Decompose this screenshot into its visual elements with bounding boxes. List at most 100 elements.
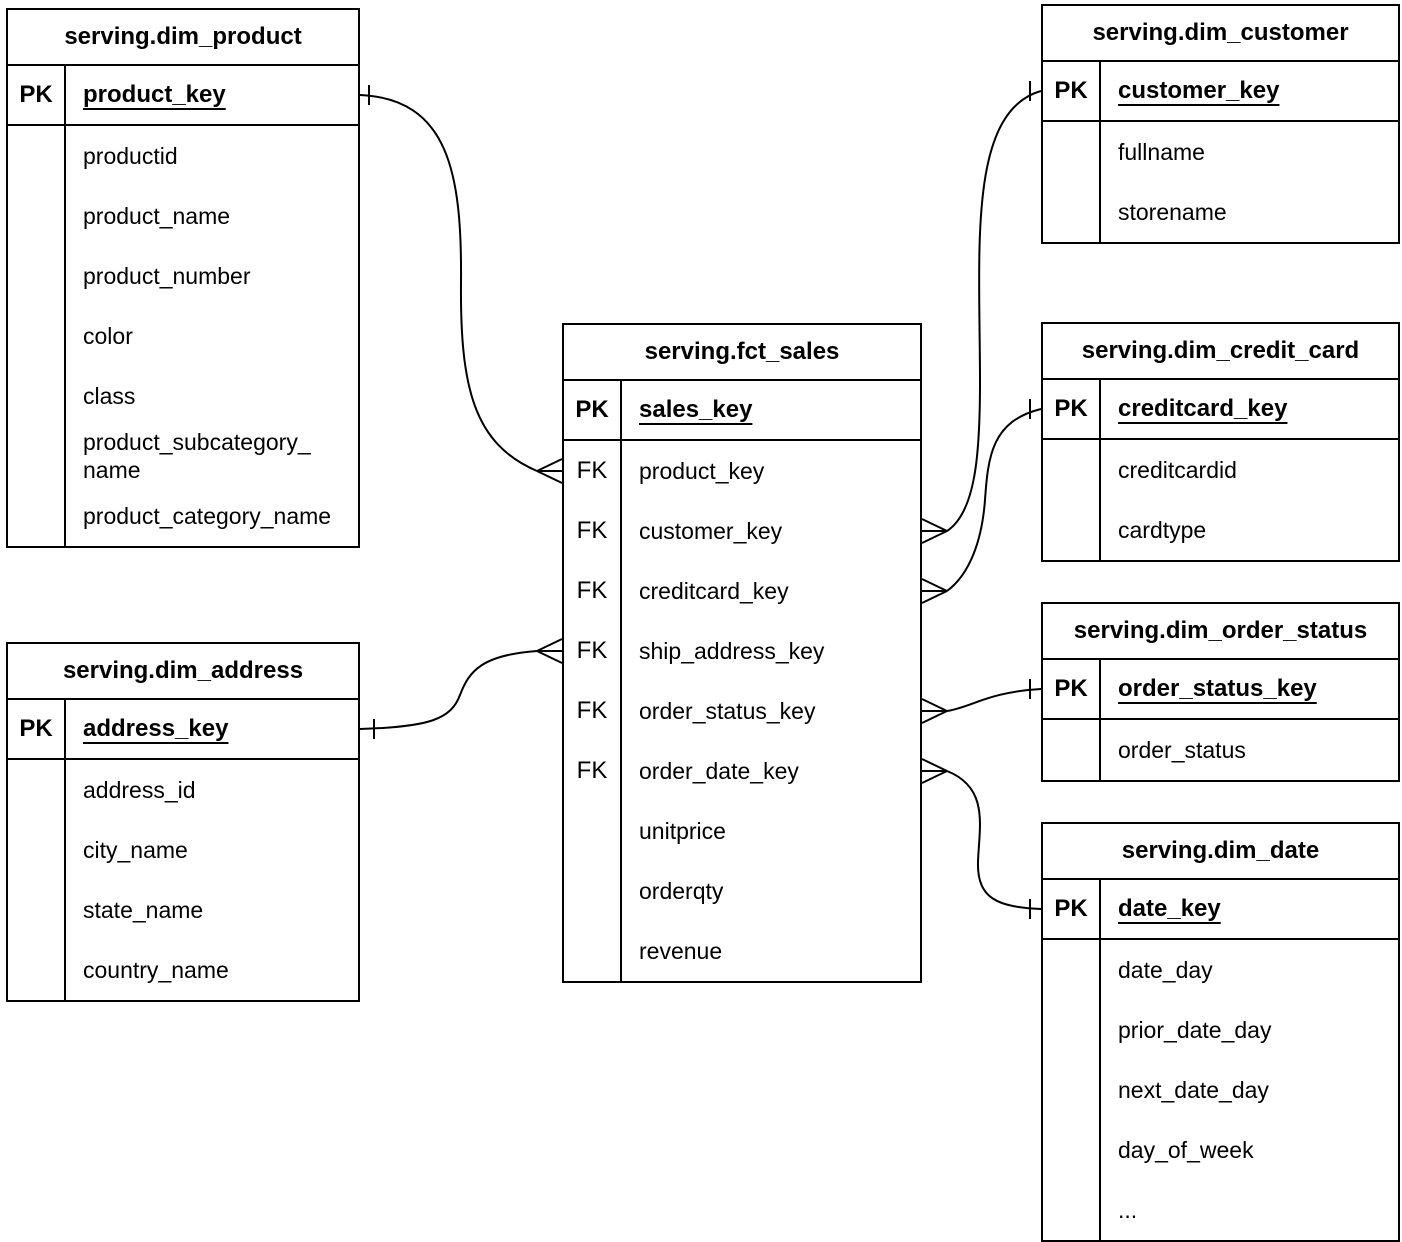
field-name: day_of_week — [1118, 1137, 1254, 1163]
field-key-label — [8, 246, 66, 306]
crow-foot-many-icon — [921, 578, 948, 604]
table-dim-product: serving.dim_product PK product_key produ… — [6, 8, 360, 548]
table-title: serving.dim_credit_card — [1043, 324, 1398, 380]
field-key-label: FK — [564, 681, 622, 741]
field-name: country_name — [83, 957, 229, 983]
field-name: state_name — [83, 897, 204, 923]
pk-label: PK — [1043, 380, 1101, 438]
field-row: creditcardid — [1043, 440, 1398, 500]
field-key-label — [8, 186, 66, 246]
connector-curve — [359, 650, 538, 730]
field-row: day_of_week — [1043, 1120, 1398, 1180]
connector-curve — [946, 90, 1042, 532]
pk-field-name: address_key — [83, 715, 229, 742]
table-body: fullname storename — [1043, 122, 1398, 242]
pk-label: PK — [1043, 62, 1101, 120]
pk-row: PK product_key — [8, 66, 358, 126]
table-dim-date: serving.dim_date PK date_key date_day pr… — [1041, 822, 1400, 1242]
field-name: color — [83, 323, 133, 349]
pk-field-name: date_key — [1118, 895, 1221, 922]
connector-fct-customer-to-dim-customer — [921, 81, 1042, 544]
pk-row: PK sales_key — [564, 381, 920, 441]
field-key-label — [564, 921, 622, 981]
field-row: productid — [8, 126, 358, 186]
field-key-label: FK — [564, 501, 622, 561]
field-key-label — [1043, 440, 1101, 500]
field-name: address_id — [83, 777, 196, 803]
field-key-label — [1043, 182, 1101, 242]
pk-row: PK date_key — [1043, 880, 1398, 940]
field-row: product_category_name — [8, 486, 358, 546]
table-title: serving.dim_address — [8, 644, 358, 700]
table-body: productid product_name product_number co… — [8, 126, 358, 546]
table-title: serving.dim_product — [8, 10, 358, 66]
field-key-label: FK — [564, 621, 622, 681]
field-key-label — [8, 366, 66, 426]
field-key-label — [8, 426, 66, 486]
field-row: product_name — [8, 186, 358, 246]
pk-row: PK address_key — [8, 700, 358, 760]
field-key-label — [1043, 122, 1101, 182]
table-body: order_status — [1043, 720, 1398, 780]
field-row: next_date_day — [1043, 1060, 1398, 1120]
field-name: order_status — [1118, 737, 1246, 763]
field-name: revenue — [639, 938, 723, 964]
connector-curve — [946, 408, 1042, 592]
connector-fct-ship-address-to-dim-address — [359, 638, 563, 739]
pk-field-name: customer_key — [1118, 77, 1280, 104]
field-row: prior_date_day — [1043, 1000, 1398, 1060]
connector-curve — [946, 770, 1042, 910]
field-row: revenue — [564, 921, 920, 981]
field-row: state_name — [8, 880, 358, 940]
pk-row: PK creditcard_key — [1043, 380, 1398, 440]
field-name: product_number — [83, 263, 251, 289]
connector-fct-order-date-to-dim-date — [921, 758, 1042, 919]
table-body: date_day prior_date_day next_date_day da… — [1043, 940, 1398, 1240]
field-name: productid — [83, 143, 178, 169]
pk-label: PK — [1043, 660, 1101, 718]
field-key-label — [1043, 1060, 1101, 1120]
field-key-label — [564, 801, 622, 861]
pk-field-name: creditcard_key — [1118, 395, 1288, 422]
field-key-label — [1043, 1180, 1101, 1240]
field-key-label — [8, 820, 66, 880]
field-name: cardtype — [1118, 517, 1207, 543]
pk-label: PK — [1043, 880, 1101, 938]
table-title: serving.dim_order_status — [1043, 604, 1398, 660]
connector-fct-product-to-dim-product — [359, 85, 563, 484]
crow-foot-many-icon — [921, 698, 948, 724]
field-key-label — [8, 880, 66, 940]
field-row: country_name — [8, 940, 358, 1000]
field-name: prior_date_day — [1118, 1017, 1272, 1043]
field-name: creditcardid — [1118, 457, 1237, 483]
field-row: date_day — [1043, 940, 1398, 1000]
field-row: cardtype — [1043, 500, 1398, 560]
crow-foot-many-icon — [921, 518, 948, 544]
table-body: creditcardid cardtype — [1043, 440, 1398, 560]
field-key-label — [1043, 720, 1101, 780]
field-row: ... — [1043, 1180, 1398, 1240]
field-name: creditcard_key — [639, 578, 789, 604]
field-key-label: FK — [564, 561, 622, 621]
field-key-label — [1043, 940, 1101, 1000]
table-title: serving.fct_sales — [564, 325, 920, 381]
pk-label: PK — [8, 700, 66, 758]
crow-foot-many-icon — [536, 638, 563, 664]
field-name: order_date_key — [639, 758, 799, 784]
pk-row: PK customer_key — [1043, 62, 1398, 122]
field-name: city_name — [83, 837, 188, 863]
connector-fct-creditcard-to-dim-credit-card — [921, 399, 1042, 604]
field-name: orderqty — [639, 878, 724, 904]
connector-fct-order-status-to-dim-order-status — [921, 679, 1042, 724]
field-key-label — [1043, 500, 1101, 560]
field-row: city_name — [8, 820, 358, 880]
crow-foot-many-icon — [921, 758, 948, 784]
field-row: unitprice — [564, 801, 920, 861]
field-key-label: FK — [564, 441, 622, 501]
pk-label: PK — [8, 66, 66, 124]
field-row: class — [8, 366, 358, 426]
field-row: storename — [1043, 182, 1398, 242]
